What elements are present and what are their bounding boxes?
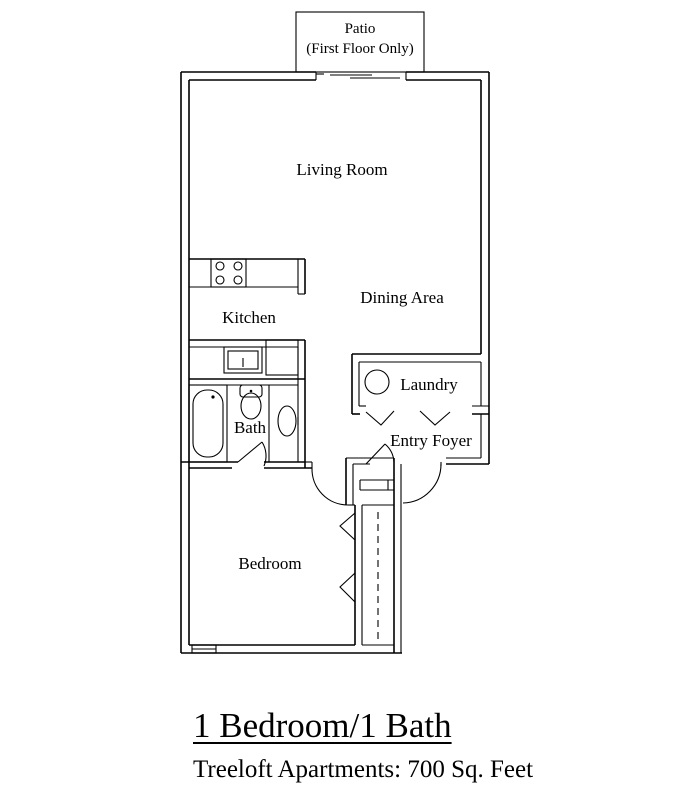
refrigerator-icon (265, 339, 299, 376)
bedroom-walls (305, 461, 402, 653)
washer-icon (364, 369, 390, 395)
patio-door (315, 72, 407, 80)
floor-plan-subtitle: Treeloft Apartments: 700 Sq. Feet (193, 756, 534, 783)
floor-plan-title: 1 Bedroom/1 Bath (193, 706, 452, 745)
bedroom-closet-door-top (339, 512, 356, 541)
toilet-icon (239, 384, 263, 420)
kitchen-sink-icon (223, 346, 263, 374)
laundry-bifold-door-left (365, 410, 395, 426)
patio-outline (295, 11, 425, 73)
laundry-closet (351, 353, 489, 415)
entry-foyer-walls (393, 414, 489, 505)
bath-door (237, 441, 267, 467)
floor-plan: Patio (First Floor Only) (180, 11, 490, 654)
kitchen-label: Kitchen (222, 308, 276, 327)
bathtub-icon (188, 384, 228, 463)
bedroom-label: Bedroom (238, 554, 301, 573)
vanity-sink-icon (277, 405, 299, 437)
patio-label: Patio (345, 21, 376, 37)
bedroom-window (191, 644, 217, 654)
living-room-label: Living Room (296, 160, 387, 179)
bath-label: Bath (234, 418, 267, 437)
stove-icon (210, 258, 247, 288)
laundry-label: Laundry (400, 375, 458, 394)
laundry-bifold-door-right (419, 410, 451, 426)
exterior-walls (180, 71, 490, 654)
hall-closet (345, 443, 395, 505)
front-door (402, 462, 442, 504)
patio-sublabel: (First Floor Only) (306, 41, 414, 57)
dining-area-label: Dining Area (360, 288, 444, 307)
entry-foyer-label: Entry Foyer (390, 431, 472, 450)
bedroom-door (311, 467, 355, 506)
bedroom-closet-door-bottom (339, 572, 356, 603)
